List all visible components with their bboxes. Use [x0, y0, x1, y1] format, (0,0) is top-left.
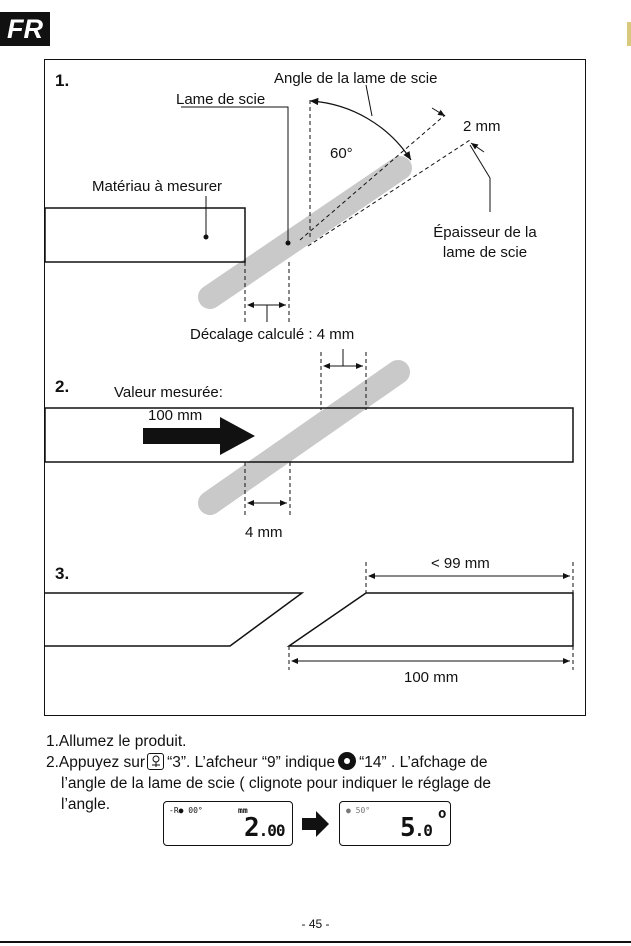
blade-edge-upper [299, 114, 446, 241]
offcut-piece [45, 592, 305, 647]
instruction-step-2-line2: l’angle de la lame de scie ( clignote po… [61, 775, 491, 792]
blade-edge-lower [307, 139, 471, 247]
thickness-arrow-top [431, 107, 446, 117]
blade-point [285, 240, 291, 246]
instruction-step-2: 2.Appuyez sur “3”. L’afcheur “9” indique “… [46, 752, 606, 773]
footer-rule [0, 941, 631, 943]
offset-label: Décalage calculé : 4 mm [190, 326, 355, 343]
lcd-reading-before-dec: .00 [258, 821, 286, 840]
lcd-unit-before: mm [238, 806, 248, 815]
lcd-display-after: ● 50° 5.0 o [339, 801, 451, 846]
saw-blade-icon [338, 752, 357, 770]
lcd-degree-symbol: o [438, 806, 447, 822]
lcd-reading-after-dec: .0 [414, 821, 433, 840]
cut-piece [286, 592, 574, 647]
step-number-3: 3. [55, 564, 70, 583]
instructions: 1.Allumez le produit. 2.Appuyez sur “3”. … [46, 731, 606, 815]
step-number-2: 2. [55, 377, 70, 396]
thickness-value: 2 mm [463, 118, 501, 135]
blade-label: Lame de scie [176, 91, 266, 108]
lcd-reading-before-int: 2 [244, 813, 260, 843]
instruction-step-2-c: “14” . L’afchage de [359, 754, 488, 771]
measured-label: Valeur mesurée: [110, 384, 227, 401]
blade-leader [181, 106, 289, 242]
total-length-label: 100 mm [404, 669, 459, 686]
lcd-transition-arrow [302, 811, 329, 837]
thickness-label-line2: lame de scie [442, 244, 528, 261]
instruction-step-2-a: 2.Appuyez sur [46, 754, 146, 771]
angle-label-leader [365, 84, 373, 117]
language-badge: FR [0, 12, 50, 46]
lcd-reading-after: 5.0 [400, 813, 433, 843]
offset-value: 4 mm [245, 524, 283, 541]
direction-arrow [143, 417, 255, 455]
blade-shadow-1 [198, 156, 412, 309]
blade-angle-label: Angle de la lame de scie [274, 70, 438, 87]
material-block [44, 207, 246, 263]
blade-shadow-2 [198, 360, 410, 515]
thickness-arrow-bottom [470, 142, 485, 153]
angle-arc [309, 97, 412, 161]
lcd-reading-before: 2.00 [244, 813, 286, 843]
workpiece-2 [44, 407, 574, 463]
hold-key-icon [147, 753, 165, 770]
material-label: Matériau à mesurer [92, 178, 223, 195]
material-point [203, 234, 209, 240]
diagram-frame [44, 59, 586, 716]
step-number-1: 1. [55, 71, 70, 90]
measured-value: 100 mm [148, 407, 203, 424]
lcd-display-before: -R● 00° mm 2.00 [163, 801, 293, 846]
thickness-label-line1: Épaisseur de la [433, 224, 537, 241]
page-tab-marker [627, 22, 631, 46]
lcd-reading-after-int: 5 [400, 813, 416, 843]
instruction-step-2-line3: l’angle. [61, 796, 111, 813]
thickness-label-leader [469, 144, 491, 179]
lcd-status-before: -R● 00° [169, 806, 203, 815]
instruction-step-2-b: “3”. L’afcheur “9” indique [167, 754, 336, 771]
page-number: - 45 - [301, 917, 330, 931]
instruction-step-1: 1.Allumez le produit. [46, 733, 187, 750]
angle-value: 60° [330, 145, 353, 162]
lcd-status-after: ● 50° [346, 806, 371, 815]
cut-length-label: < 99 mm [431, 555, 490, 572]
